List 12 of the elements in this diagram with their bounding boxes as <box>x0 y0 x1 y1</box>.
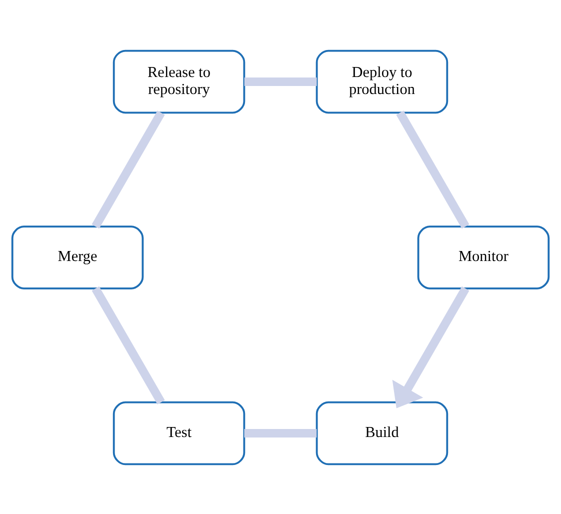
connector <box>396 110 470 228</box>
connector <box>244 76 317 86</box>
connector <box>244 428 317 438</box>
connector <box>92 110 165 228</box>
node-box: Test <box>112 400 246 465</box>
node-box: Build <box>316 400 448 465</box>
arrow <box>392 286 470 408</box>
node-box: Merge <box>11 225 144 289</box>
node-box: Deploy to production <box>316 49 448 114</box>
connector <box>92 286 165 404</box>
node-box: Release to repository <box>112 49 246 114</box>
node-box: Monitor <box>417 225 550 289</box>
